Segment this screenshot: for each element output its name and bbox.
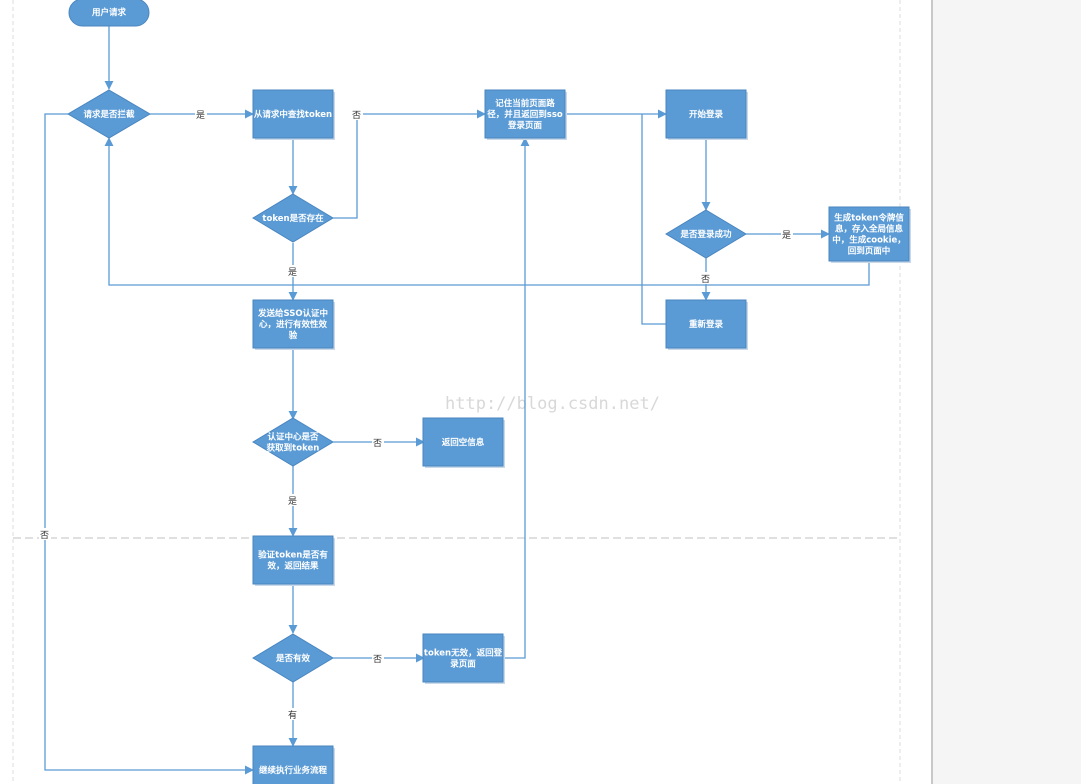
edge-label-valid-no: 否 <box>373 654 382 665</box>
node-intercept-decision[interactable]: 请求是否拦截 <box>67 89 151 139</box>
edge-label-intercept-yes: 是 <box>196 110 205 121</box>
node-label-line: 请求是否拦截 <box>83 109 135 120</box>
node-label-line: 是否有效 <box>275 653 311 664</box>
node-label-line: 从请求中查找token <box>254 109 332 120</box>
nodes: 用户请求 请求是否拦截 token是否存在 是否登录成功 认证中心是否获取到to… <box>67 0 911 784</box>
edge-label-valid-yes: 有 <box>288 709 297 721</box>
node-label-line: 心，进行有效性效 <box>259 319 328 330</box>
node-start[interactable]: 用户请求 <box>68 0 150 27</box>
edge-gen-token-back-intercept <box>104 137 870 286</box>
node-continue-biz[interactable]: 继续执行业务流程 <box>252 745 335 784</box>
node-label-line: 录页面 <box>450 660 476 670</box>
node-label-line: 认证中心是否 <box>267 432 319 443</box>
node-label-line: 用户请求 <box>91 7 127 18</box>
node-return-empty[interactable]: 返回空信息 <box>422 417 505 468</box>
node-find-token[interactable]: 从请求中查找token <box>252 89 335 140</box>
node-label-line: 是否登录成功 <box>679 229 732 240</box>
watermark: http://blog.csdn.net/ <box>445 394 660 414</box>
node-label-line: 获取到token <box>266 443 320 454</box>
node-label-line: 效，返回结果 <box>267 561 319 572</box>
node-label-line: token是否存在 <box>262 213 324 224</box>
node-start-login[interactable]: 开始登录 <box>665 89 748 140</box>
edge-label-token-yes: 是 <box>288 267 297 278</box>
node-label-line: 重新登录 <box>689 319 724 330</box>
edge-intercept-no-continue <box>44 113 254 775</box>
node-label-line: 返回空信息 <box>442 437 485 448</box>
node-label-line: 登录页面 <box>507 120 543 131</box>
node-label-line: 开始登录 <box>689 109 724 120</box>
node-login-success-decision[interactable]: 是否登录成功 <box>665 209 747 259</box>
node-token-exists-decision[interactable]: token是否存在 <box>252 193 334 243</box>
edge-label-login-yes: 是 <box>782 230 791 241</box>
node-label-line: 发送给SSO认证中 <box>257 308 328 319</box>
edge-label-intercept-no: 否 <box>40 530 49 541</box>
node-label-line: 记住当前页面路 <box>495 98 555 109</box>
edge-labels: 是 否 是 是 否 否 是 否 有 否 <box>39 108 793 721</box>
node-label-line: 径，并且返回到sso <box>487 109 563 120</box>
edge-relogin-back <box>641 114 666 325</box>
node-label-line: 中，生成cookie， <box>832 235 906 246</box>
node-label-line: 息，存入全局信息 <box>835 224 904 235</box>
edge-label-auth-yes: 是 <box>288 496 297 507</box>
node-is-valid-decision[interactable]: 是否有效 <box>252 633 334 683</box>
node-relogin[interactable]: 重新登录 <box>665 299 748 350</box>
node-label-line: 继续执行业务流程 <box>259 765 328 776</box>
node-label-line: 生成token令牌信 <box>834 213 904 224</box>
node-label-line: token无效，返回登 <box>424 648 503 659</box>
edge-label-auth-no: 否 <box>373 438 382 449</box>
node-label-line: 验证token是否有 <box>258 550 328 561</box>
node-label-line: 回到页面中 <box>848 246 891 257</box>
edge-label-login-no: 否 <box>701 274 710 285</box>
right-sidebar <box>932 0 1081 784</box>
edge-invalid-back-save-path <box>503 137 530 659</box>
edge-label-token-no: 否 <box>352 110 361 121</box>
node-label-line: 验 <box>289 330 298 341</box>
edge-token-no-save-path <box>333 109 486 219</box>
